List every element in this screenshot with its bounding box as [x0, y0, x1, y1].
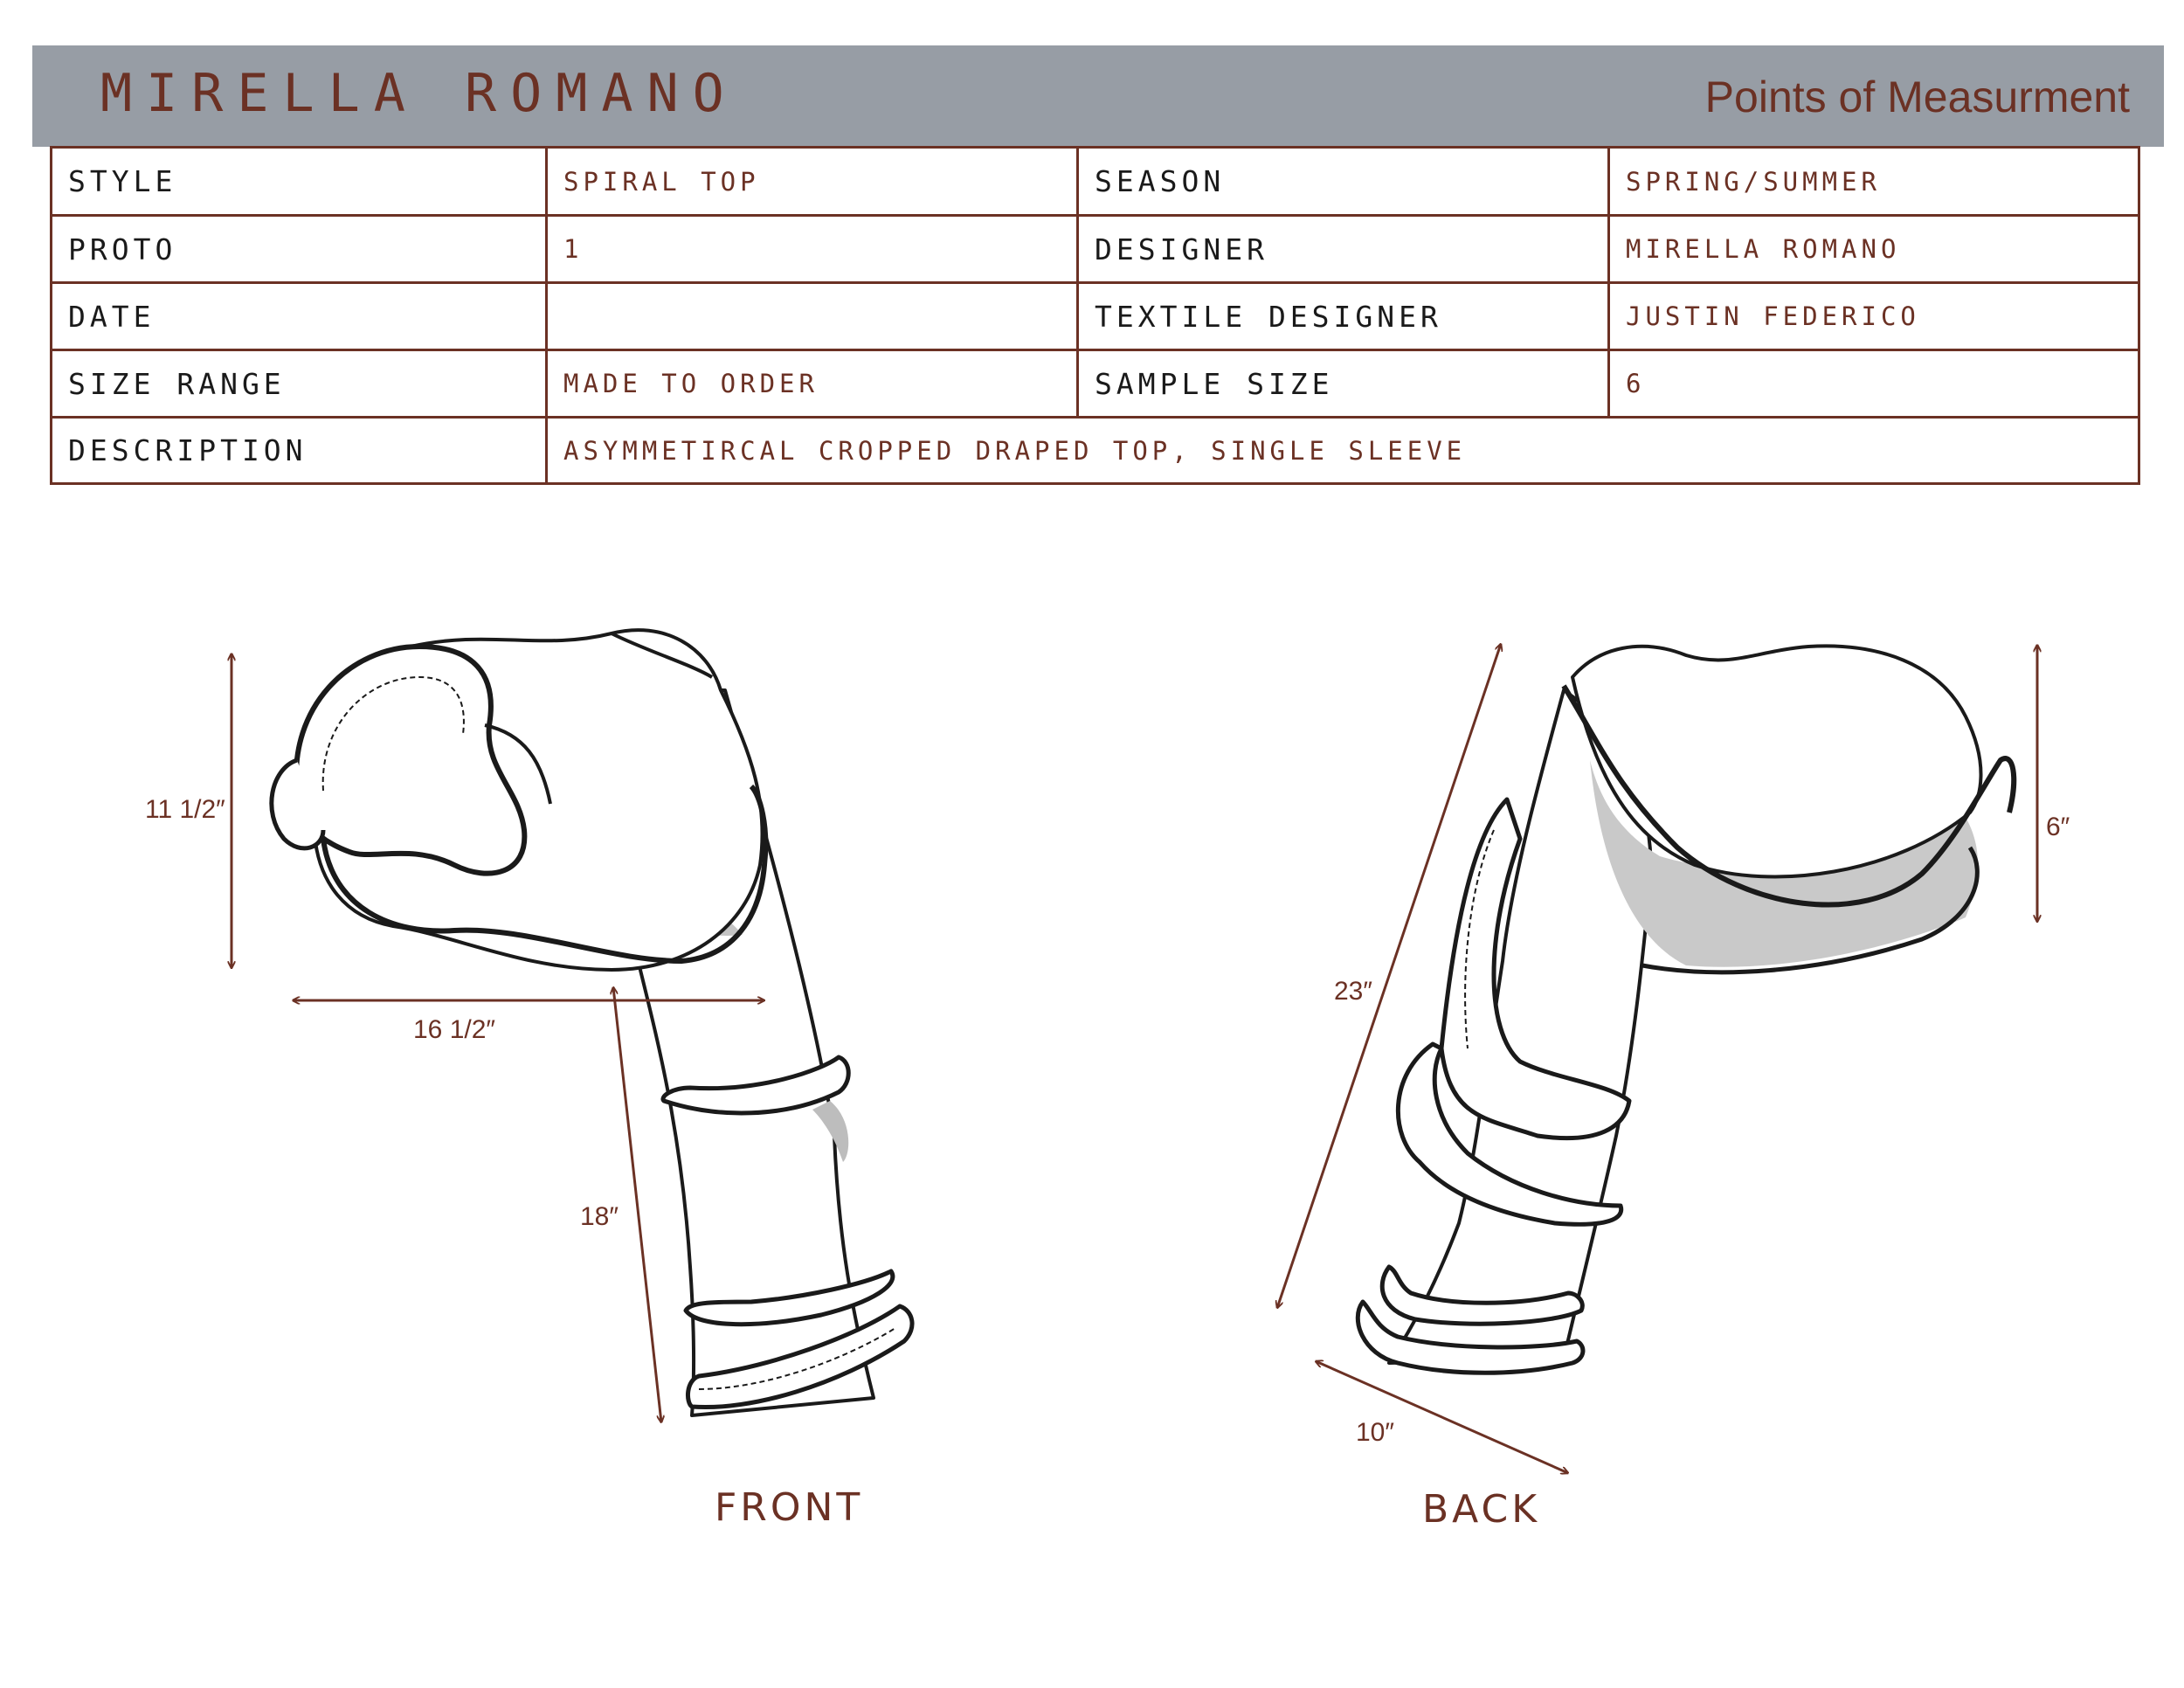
spec-row-style: STYLE SPIRAL TOP SEASON SPRING/SUMMER [52, 149, 2138, 217]
front-height-label: 11 1/2″ [145, 795, 225, 824]
sample-size-value: 6 [1626, 369, 1646, 398]
date-value [548, 284, 1079, 349]
designer-value: MIRELLA ROMANO [1626, 234, 1901, 264]
brand-name: MIRELLA ROMANO [100, 63, 738, 124]
front-left-lobe [269, 758, 326, 851]
spec-row-date: DATE TEXTILE DESIGNER JUSTIN FEDERICO [52, 284, 2138, 351]
spec-row-description: DESCRIPTION ASYMMETIRCAL CROPPED DRAPED … [52, 419, 2138, 482]
back-cuff-arrow [1316, 1361, 1568, 1473]
front-bottom-edge [321, 784, 769, 964]
season-label: SEASON [1079, 149, 1610, 214]
season-value: SPRING/SUMMER [1626, 166, 1881, 197]
back-garment-sketch [1355, 644, 2017, 1375]
spec-row-size: SIZE RANGE MADE TO ORDER SAMPLE SIZE 6 [52, 351, 2138, 419]
back-lower-edge [1641, 846, 1980, 975]
description-label: DESCRIPTION [52, 419, 548, 482]
style-label: STYLE [52, 149, 548, 214]
back-dimensions [1277, 644, 2037, 1473]
back-cuff-label: 10″ [1356, 1418, 1394, 1447]
front-sleeve-ring-1 [660, 1055, 851, 1116]
back-height-label: 6″ [2046, 813, 2070, 841]
front-sleeve-arrow [613, 987, 661, 1422]
sheet-title: Points of Measurment [1704, 73, 2130, 121]
front-garment-sketch [269, 628, 915, 1417]
back-length-label: 23″ [1334, 977, 1372, 1006]
proto-value: 1 [548, 217, 1079, 281]
front-sleeve-label: 18″ [580, 1202, 619, 1231]
textile-designer-label: TEXTILE DESIGNER [1079, 284, 1610, 349]
front-width-label: 16 1/2″ [413, 1015, 496, 1044]
back-bodice-shadow [1590, 760, 1978, 967]
front-shoulder-edge [484, 632, 714, 805]
front-sleeve-ring-1-shadow [812, 1101, 849, 1162]
front-dimensions [232, 654, 764, 1422]
size-range-label: SIZE RANGE [52, 351, 548, 416]
size-range-value: MADE TO ORDER [548, 351, 1079, 416]
front-drape-inner [321, 676, 465, 792]
back-view-label: BACK [1422, 1487, 1541, 1532]
spec-table: STYLE SPIRAL TOP SEASON SPRING/SUMMER PR… [50, 146, 2140, 485]
textile-designer-value: JUSTIN FEDERICO [1626, 301, 1920, 331]
front-cuff [686, 1304, 915, 1410]
designer-label: DESIGNER [1079, 217, 1610, 281]
description-value: ASYMMETIRCAL CROPPED DRAPED TOP, SINGLE … [563, 435, 1467, 466]
back-bodice [1571, 644, 1983, 879]
sample-size-label: SAMPLE SIZE [1079, 351, 1610, 416]
date-label: DATE [52, 284, 548, 349]
front-sleeve-ring-2 [683, 1269, 895, 1327]
back-length-arrow [1277, 644, 1501, 1308]
front-view-label: FRONT [715, 1485, 864, 1530]
proto-label: PROTO [52, 217, 548, 281]
header-band [32, 45, 2164, 147]
back-rim-edge [1561, 684, 2017, 908]
front-drape-loop [294, 644, 528, 876]
spec-row-proto: PROTO 1 DESIGNER MIRELLA ROMANO [52, 217, 2138, 284]
style-value: SPIRAL TOP [548, 149, 1079, 214]
